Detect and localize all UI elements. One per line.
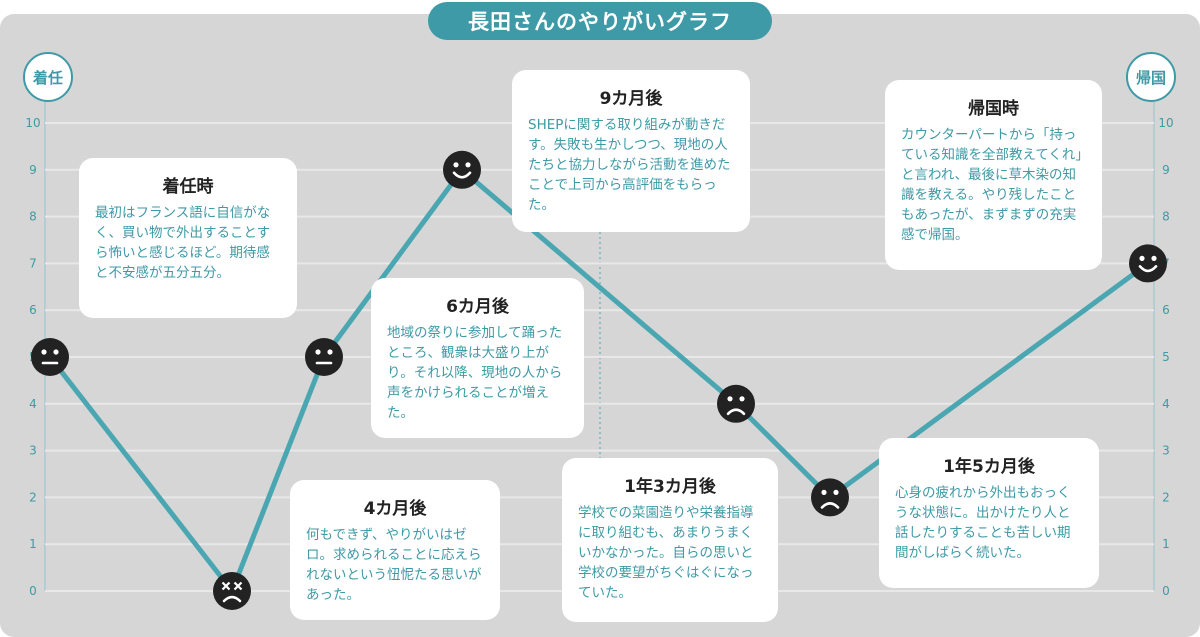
data-point-dizzy-face: [213, 572, 251, 610]
callout-text: 心身の疲れから外出もおっくうな状態に。出かけたり人と話したりすることも苦しい期間…: [895, 485, 1071, 561]
y-tick-label-left: 8: [29, 210, 37, 224]
y-tick-label-left: 10: [25, 116, 40, 130]
callout-title: 9カ月後: [599, 89, 663, 109]
callout-text: 地域の祭りに参加して踊ったところ、観衆は大盛り上がり。それ以降、現地の人から声を…: [387, 325, 563, 421]
callout-title: 6カ月後: [446, 297, 509, 317]
y-tick-label-left: 6: [29, 303, 37, 317]
data-point-happy-face: [1129, 244, 1167, 283]
callout-text: カウンターパートから「持っている知識を全部教えてくれ」と言われ、最後に草木染の知…: [901, 127, 1083, 243]
y-tick-label-right: 8: [1162, 210, 1170, 224]
callout-title: 4カ月後: [363, 499, 427, 519]
y-tick-label-left: 1: [29, 537, 37, 551]
y-tick-label-left: 0: [29, 584, 37, 598]
data-point-neutral-face: [31, 338, 69, 376]
callout-1-year-5-months: 1年5カ月後 心身の疲れから外出もおっくうな状態に。出かけたり人と話したりするこ…: [879, 438, 1099, 588]
y-tick-label-right: 9: [1162, 163, 1170, 177]
callout-title: 着任時: [162, 177, 214, 197]
callout-text: 最初はフランス語に自信がなく、買い物で外出することすら怖いと感じるほど。期待感と…: [95, 205, 271, 281]
callout-9-months: 9カ月後 SHEPに関する取り組みが動きだす。失敗も生かしつつ、現地の人たちと協…: [512, 70, 750, 232]
data-point-neutral-face: [305, 338, 343, 376]
y-tick-label-right: 3: [1162, 444, 1170, 458]
callout-1-year-3-months: 1年3カ月後 学校での菜園造りや栄養指導に取り組むも、あまりうまくいかなかった。…: [562, 458, 778, 622]
callout-title: 1年3カ月後: [624, 477, 716, 497]
y-tick-label-right: 10: [1158, 116, 1173, 130]
y-tick-label-right: 1: [1162, 537, 1170, 551]
y-tick-label-right: 6: [1162, 303, 1170, 317]
y-tick-label-left: 4: [29, 397, 37, 411]
y-tick-label-right: 5: [1162, 350, 1170, 364]
data-point-happy-face: [443, 150, 481, 189]
callout-text: 学校での菜園造りや栄養指導に取り組むも、あまりうまくいかなかった。自らの思いと学…: [578, 505, 754, 601]
y-tick-label-left: 9: [29, 163, 37, 177]
y-tick-label-left: 3: [29, 444, 37, 458]
callout-text: SHEPに関する取り組みが動きだす。失敗も生かしつつ、現地の人たちと協力しながら…: [528, 117, 731, 213]
callout-title: 帰国時: [968, 99, 1019, 119]
callout-title: 1年5カ月後: [943, 457, 1035, 477]
y-tick-label-left: 7: [29, 256, 37, 270]
start-badge: 着任: [23, 52, 73, 102]
end-badge: 帰国: [1126, 52, 1176, 102]
y-tick-label-right: 2: [1162, 490, 1170, 504]
y-tick-label-right: 4: [1162, 397, 1170, 411]
data-point-sad-face: [811, 478, 849, 517]
data-point-sad-face: [717, 384, 755, 423]
y-tick-label-right: 0: [1162, 584, 1170, 598]
callout-return: 帰国時 カウンターパートから「持っている知識を全部教えてくれ」と言われ、最後に草…: [885, 80, 1102, 270]
y-tick-label-left: 2: [29, 490, 37, 504]
callout-4-months: 4カ月後 何もできず、やりがいはゼロ。求められることに応えられないという忸怩たる…: [290, 480, 500, 620]
callout-arrival: 着任時 最初はフランス語に自信がなく、買い物で外出することすら怖いと感じるほど。…: [79, 158, 297, 318]
chart-title: 長田さんのやりがいグラフ: [428, 2, 772, 40]
callout-6-months: 6カ月後 地域の祭りに参加して踊ったところ、観衆は大盛り上がり。それ以降、現地の…: [371, 278, 584, 438]
callout-text: 何もできず、やりがいはゼロ。求められることに応えられないという忸怩たる思いがあっ…: [306, 527, 482, 603]
